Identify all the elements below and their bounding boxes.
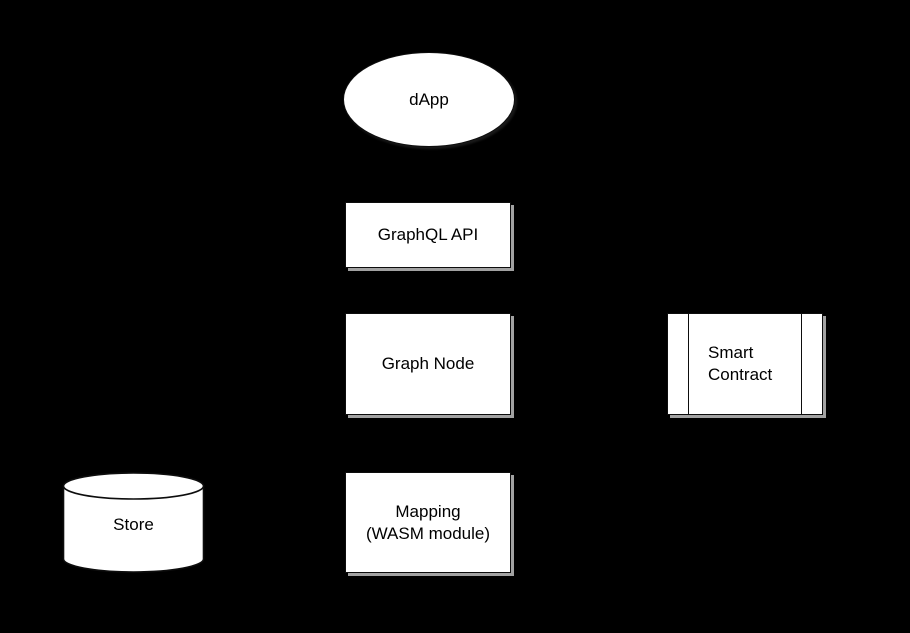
cylinder-shape [62,472,205,573]
node-graphql-api-label: GraphQL API [377,225,479,244]
connector-graphql-api-to-graph-node [428,268,430,313]
node-mapping-label: Mapping (WASM module) [365,501,491,543]
process-left-bar [688,314,689,414]
node-graphql-api[interactable]: GraphQL API [345,202,511,268]
node-store[interactable]: Store [62,472,205,573]
node-dapp[interactable]: dApp [343,52,515,147]
connector-dapp-to-graphql-api [428,147,430,202]
node-graph-node[interactable]: Graph Node [345,313,511,415]
node-mapping[interactable]: Mapping (WASM module) [345,472,511,573]
connector-graph-node-to-mapping [428,415,430,472]
node-dapp-label: dApp [409,89,449,109]
process-right-bar [801,314,802,414]
connector-graph-node-to-store [133,364,345,366]
node-smart-contract-label: Smart Contract [708,343,773,384]
node-store-label: Store [113,514,154,534]
connector-graph-node-to-smart-contract [511,364,667,366]
node-graph-node-label: Graph Node [381,354,475,373]
connector-store-riser [133,364,135,474]
node-smart-contract[interactable]: Smart Contract [667,313,823,415]
